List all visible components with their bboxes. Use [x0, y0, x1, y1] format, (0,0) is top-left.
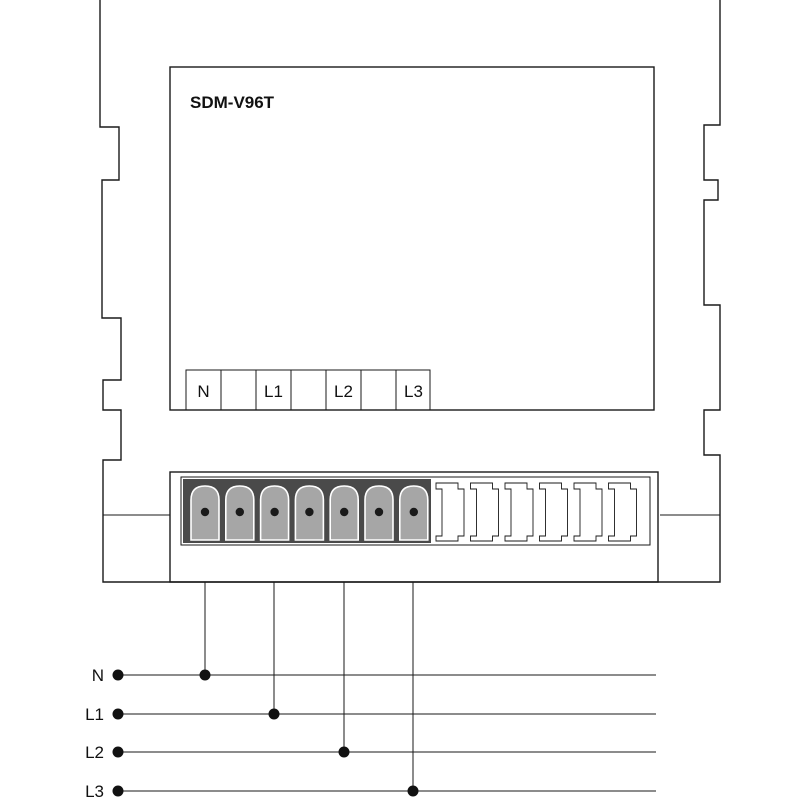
supply-bus: N L1 L2 L3 [85, 666, 656, 800]
junction-dot [338, 746, 350, 758]
supply-line-n: N [92, 666, 656, 685]
aux-terminal [539, 482, 568, 542]
supply-label: L1 [85, 705, 104, 724]
terminal-block-base [169, 471, 659, 583]
supply-line-l2: L2 [85, 743, 656, 762]
supply-line-l1: L1 [85, 705, 656, 724]
aux-terminal [573, 482, 603, 542]
aux-terminal [608, 482, 637, 542]
voltage-terminal [225, 485, 255, 541]
supply-label: L3 [85, 782, 104, 800]
label-panel [169, 66, 655, 411]
terminal-label: L1 [264, 382, 283, 401]
terminal-label: L3 [404, 382, 423, 401]
aux-terminal [470, 482, 499, 542]
auxiliary-terminals [435, 482, 637, 542]
voltage-terminal [399, 485, 429, 541]
voltage-terminal [259, 485, 290, 541]
supply-terminal-dot [112, 669, 124, 681]
terminal-screw-icon [270, 507, 279, 517]
terminal-label-strip: N L1 L2 L3 [185, 369, 431, 411]
supply-terminal-dot [112, 785, 124, 797]
supply-terminal-dot [112, 746, 124, 758]
terminal-screw-icon [235, 507, 244, 517]
voltage-terminals [183, 479, 431, 543]
supply-label: L2 [85, 743, 104, 762]
supply-label: N [92, 666, 104, 685]
terminal-screw-icon [200, 507, 210, 517]
supply-line-l3: L3 [85, 782, 656, 800]
junction-dot [268, 708, 280, 720]
terminal-screw-icon [305, 507, 314, 517]
junction-dot [407, 785, 419, 797]
drop-wires [204, 582, 414, 791]
voltage-terminal [329, 485, 359, 541]
model-name: SDM-V96T [190, 93, 275, 112]
aux-terminal [504, 482, 534, 542]
terminal-label: L2 [334, 382, 353, 401]
terminal-screw-icon [409, 507, 418, 517]
aux-terminal [435, 482, 465, 542]
voltage-terminal [364, 485, 394, 541]
junction-dot [199, 669, 211, 681]
terminal-screw-icon [374, 507, 384, 517]
voltage-terminal [294, 485, 325, 541]
voltage-terminal [190, 485, 220, 541]
terminal-block-frame [180, 476, 651, 546]
terminal-screw-icon [340, 507, 349, 517]
terminal-label: N [197, 382, 209, 401]
supply-terminal-dot [112, 708, 124, 720]
